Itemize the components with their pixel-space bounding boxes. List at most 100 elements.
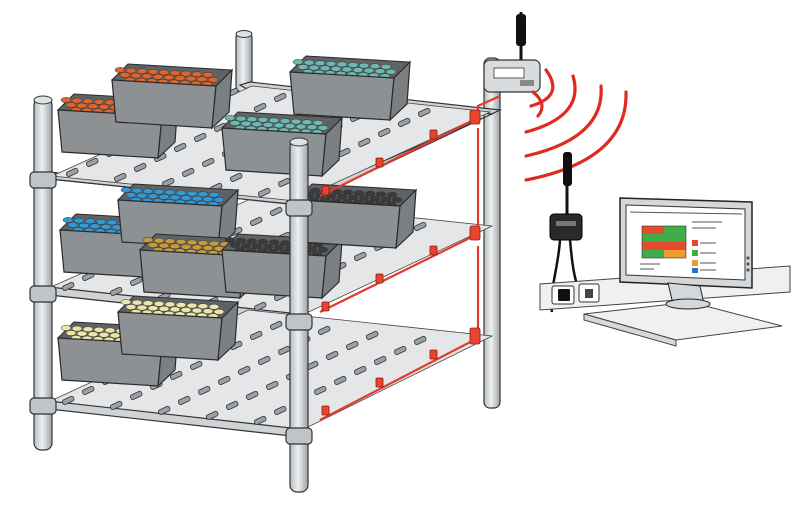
bin-contents [240,120,252,127]
bin-contents [391,196,403,203]
bin-contents [336,61,348,68]
bin-contents [78,222,90,229]
bin-contents [279,118,291,124]
bin-contents [136,192,148,199]
bin-contents [158,242,170,249]
bin-contents [153,188,165,195]
bin-contents [158,69,170,76]
bin-contents [169,194,181,201]
bin-contents [106,219,118,226]
bin-contents [257,238,269,245]
bin-contents [306,124,318,131]
bin-contents [65,102,77,108]
bin-contents [125,67,137,74]
bin-contents [369,195,381,202]
wireless-transmitter [483,12,541,93]
bin-contents [82,98,94,105]
bin-contents [73,217,85,224]
bin-contents [386,191,398,198]
bin-contents [60,325,72,331]
bin-contents [202,196,214,203]
bin-contents [147,305,159,312]
bin-contents [114,67,126,73]
bin-contents [385,68,397,75]
bin-contents [235,237,247,244]
bin-contents [180,195,192,201]
bin-contents [163,74,175,81]
bin-contents [87,103,99,110]
bin-contents [202,245,214,251]
bin-contents [76,330,88,337]
bin-contents [120,299,132,305]
bin-contents [303,59,315,66]
rack-back-posts [235,31,501,409]
bin-top-2 [110,63,234,130]
bin-contents [213,196,225,203]
bin-contents [229,120,241,126]
bin-contents [290,118,302,125]
bin-contents [213,308,225,315]
bin-contents [186,239,198,246]
bin-contents [169,243,181,250]
bin-contents [347,194,359,201]
bin-contents [175,238,187,245]
bin-contents [60,97,72,103]
bin-contents [158,305,170,312]
bin-contents [191,307,203,314]
bin-contents [336,193,348,200]
bin-contents [185,75,197,82]
bin-contents [153,237,165,244]
bin-contents [202,308,214,315]
bin-contents [197,240,209,246]
bin-contents [62,217,74,223]
bin-contents [319,65,331,72]
bin-contents [262,243,274,250]
bin-contents [331,188,343,195]
bin-contents [273,122,285,129]
bin-contents [268,117,280,124]
bin-contents [309,187,321,194]
bin-contents [374,68,386,75]
bin-contents [136,304,148,311]
bin-contents [364,190,376,197]
desk [583,301,783,347]
bin-contents [93,326,105,333]
bin-contents [152,73,164,80]
bin-contents [358,195,370,201]
bin-contents [246,238,258,245]
bin-contents [363,67,375,74]
bin-contents [297,64,309,70]
bin-contents [147,193,159,200]
bin-contents [142,237,154,243]
bin-contents [71,97,83,104]
bin-contents [71,325,83,332]
bin-contents [347,62,359,68]
monitoring-display [619,197,753,310]
bin-contents [147,242,159,248]
bin-contents [82,326,94,333]
bin-contents [284,123,296,129]
bin-contents [251,121,263,128]
bin-contents [84,218,96,225]
bin-contents [164,238,176,245]
bin-contents [197,303,209,310]
bin-contents [175,190,187,196]
bin-contents [130,72,142,79]
bin-contents [224,115,236,121]
bin-contents [136,68,148,75]
bin-contents [100,223,112,230]
bin-top-3 [220,111,344,178]
bin-contents [251,243,263,250]
bin-contents [93,98,105,105]
bin-contents [196,76,208,83]
bin-contents [312,119,324,126]
bin-contents [67,222,79,228]
bin-contents [104,327,116,334]
bin-contents [375,191,387,198]
bin-contents [119,72,131,78]
bin-contents [180,243,192,250]
bin-contents [262,121,274,128]
bin-contents [131,187,143,194]
bin-contents [358,62,370,69]
bin-contents [191,244,203,251]
